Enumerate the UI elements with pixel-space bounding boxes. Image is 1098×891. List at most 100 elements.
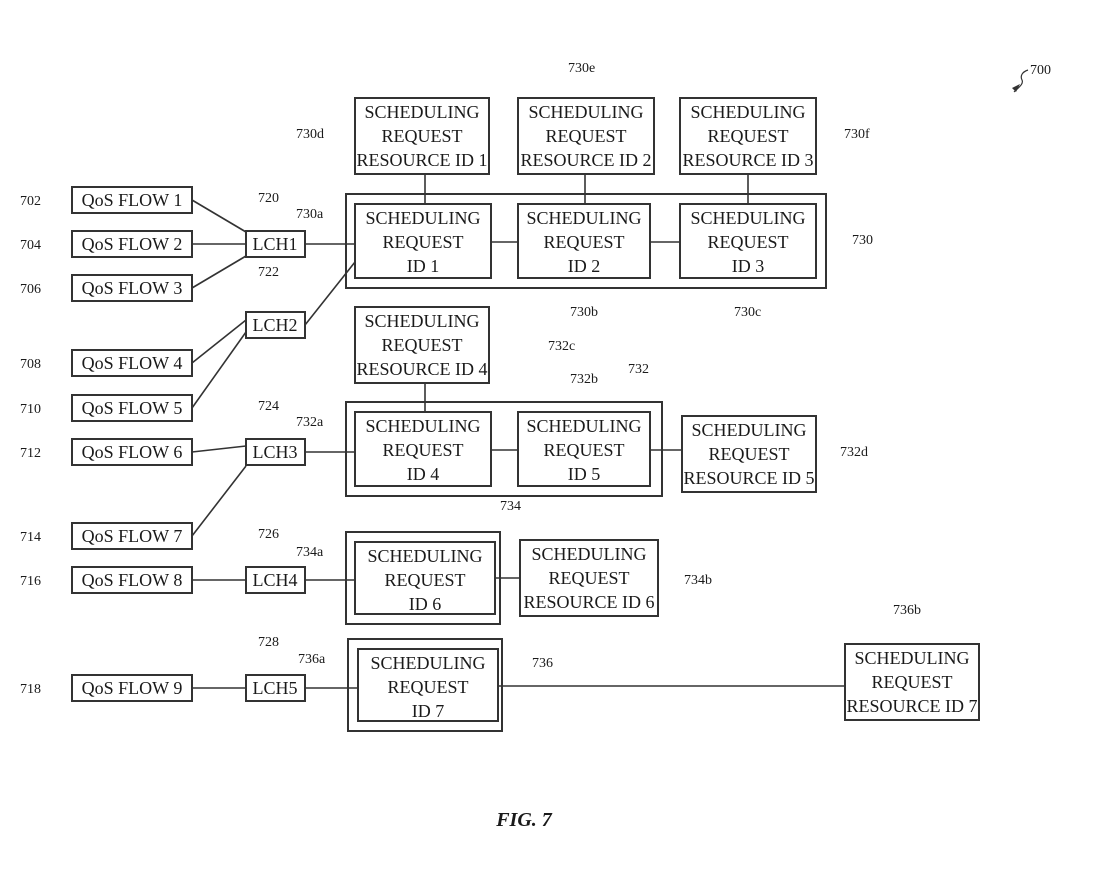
- scheduling-request-resource-box-text-line: RESOURCE ID 1: [356, 150, 487, 170]
- scheduling-request-id-box: SCHEDULING REQUEST ID 5: [517, 411, 651, 487]
- scheduling-request-resource-box-text-line: SCHEDULING: [692, 420, 807, 440]
- reference-numeral: 732b: [570, 372, 598, 387]
- reference-numeral: 732c: [548, 339, 575, 354]
- scheduling-request-id-box-text-line: ID 2: [568, 256, 601, 276]
- logical-channel-box: LCH5: [245, 674, 306, 702]
- qos-flow-label: QoS FLOW 6: [82, 442, 183, 462]
- reference-numeral: 732d: [840, 445, 868, 460]
- reference-numeral: 732: [628, 362, 649, 377]
- scheduling-request-id-box-text-line: ID 6: [409, 594, 442, 614]
- qos-flow-box: QoS FLOW 2: [71, 230, 193, 258]
- scheduling-request-id-box-text-line: SCHEDULING: [527, 208, 642, 228]
- scheduling-request-resource-box-text-line: SCHEDULING: [365, 311, 480, 331]
- qos-flow-box: QoS FLOW 8: [71, 566, 193, 594]
- scheduling-request-id-box-text-line: SCHEDULING: [691, 208, 806, 228]
- scheduling-request-resource-box-text-line: REQUEST: [549, 568, 630, 588]
- scheduling-request-resource-box-text-line: RESOURCE ID 7: [846, 696, 977, 716]
- scheduling-request-id-box-text-line: REQUEST: [708, 232, 789, 252]
- scheduling-request-id-box-text-line: ID 3: [732, 256, 765, 276]
- qos-flow-label: QoS FLOW 5: [82, 398, 183, 418]
- scheduling-request-resource-box-text-line: REQUEST: [708, 126, 789, 146]
- reference-numeral: 730d: [296, 127, 324, 142]
- scheduling-request-id-box-text-line: ID 5: [568, 464, 601, 484]
- scheduling-request-id-box-text-line: ID 1: [407, 256, 440, 276]
- scheduling-request-id-box: SCHEDULING REQUEST ID 2: [517, 203, 651, 279]
- reference-numeral: 706: [20, 282, 41, 297]
- scheduling-request-id-box-text-line: ID 4: [407, 464, 440, 484]
- connector-qos7-lch3: [191, 465, 247, 537]
- reference-numeral: 736a: [298, 652, 326, 667]
- figure-ref-leader: [1013, 69, 1029, 93]
- qos-flow-box: QoS FLOW 7: [71, 522, 193, 550]
- reference-numeral: 714: [20, 530, 41, 545]
- connectors: [191, 174, 845, 689]
- connector-qos3-lch1: [191, 255, 247, 289]
- logical-channel-label: LCH3: [253, 442, 298, 462]
- scheduling-request-resource-box-text-line: REQUEST: [709, 444, 790, 464]
- scheduling-request-id-box-text-line: REQUEST: [383, 232, 464, 252]
- logical-channel-label: LCH5: [253, 678, 298, 698]
- reference-numeral: 730: [852, 233, 873, 248]
- reference-numeral: 734a: [296, 545, 324, 560]
- scheduling-request-resource-box-text-line: REQUEST: [872, 672, 953, 692]
- reference-numeral: 718: [20, 682, 41, 697]
- scheduling-request-id-box: SCHEDULING REQUEST ID 1: [354, 203, 492, 279]
- scheduling-request-resource-box-text-line: SCHEDULING: [855, 648, 970, 668]
- connector-qos4-lch2: [191, 319, 247, 364]
- qos-flow-label: QoS FLOW 7: [82, 526, 183, 546]
- connector-lch2-sr1: [304, 261, 356, 326]
- reference-numeral: 710: [20, 402, 41, 417]
- group-frame-732: [345, 401, 663, 497]
- qos-flow-label: QoS FLOW 9: [82, 678, 183, 698]
- scheduling-request-id-box-text-line: REQUEST: [544, 440, 625, 460]
- reference-numeral: 730e: [568, 61, 595, 76]
- scheduling-request-resource-box-text-line: REQUEST: [546, 126, 627, 146]
- qos-flow-label: QoS FLOW 3: [82, 278, 183, 298]
- reference-numeral: 724: [258, 399, 279, 414]
- qos-flow-label: QoS FLOW 4: [82, 353, 183, 373]
- qos-flow-box: QoS FLOW 5: [71, 394, 193, 422]
- reference-numeral: 736: [532, 656, 553, 671]
- qos-flow-box: QoS FLOW 1: [71, 186, 193, 214]
- qos-flow-box: QoS FLOW 4: [71, 349, 193, 377]
- reference-numeral: 730a: [296, 207, 324, 222]
- scheduling-request-resource-box-text-line: RESOURCE ID 4: [356, 359, 487, 379]
- reference-numeral: 728: [258, 635, 279, 650]
- reference-numeral: 730f: [844, 127, 870, 142]
- scheduling-request-id-box-text-line: SCHEDULING: [527, 416, 642, 436]
- reference-numeral: 734: [500, 499, 521, 514]
- reference-numeral: 734b: [684, 573, 712, 588]
- scheduling-request-id-box-text-line: REQUEST: [544, 232, 625, 252]
- scheduling-request-resource-box: SCHEDULING REQUEST RESOURCE ID 7: [844, 643, 980, 721]
- reference-numeral: 730c: [734, 305, 761, 320]
- scheduling-request-id-box-text-line: REQUEST: [383, 440, 464, 460]
- figure-ref-700: 700: [1012, 63, 1051, 93]
- reference-numeral: 704: [20, 238, 41, 253]
- scheduling-request-id-box-text-line: SCHEDULING: [366, 416, 481, 436]
- reference-numeral: 736b: [893, 603, 921, 618]
- scheduling-request-resource-box-text-line: SCHEDULING: [691, 102, 806, 122]
- reference-numeral: 720: [258, 191, 279, 206]
- figure-ref-label: 700: [1030, 63, 1051, 78]
- scheduling-request-id-box-text-line: REQUEST: [388, 677, 469, 697]
- scheduling-request-id-box-text-line: SCHEDULING: [371, 653, 486, 673]
- scheduling-request-resource-box-text-line: SCHEDULING: [529, 102, 644, 122]
- qos-flow-label: QoS FLOW 8: [82, 570, 183, 590]
- scheduling-request-id-box: SCHEDULING REQUEST ID 3: [679, 203, 817, 279]
- logical-channel-box: LCH4: [245, 566, 306, 594]
- group-frame-734: [345, 531, 501, 625]
- scheduling-request-id-box-text-line: SCHEDULING: [366, 208, 481, 228]
- connector-qos5-lch2: [191, 331, 247, 409]
- logical-channel-label: LCH4: [253, 570, 298, 590]
- scheduling-request-resource-box-text-line: RESOURCE ID 5: [683, 468, 814, 488]
- logical-channel-label: LCH1: [253, 234, 298, 254]
- reference-numeral: 726: [258, 527, 279, 542]
- scheduling-request-id-box-text-line: REQUEST: [385, 570, 466, 590]
